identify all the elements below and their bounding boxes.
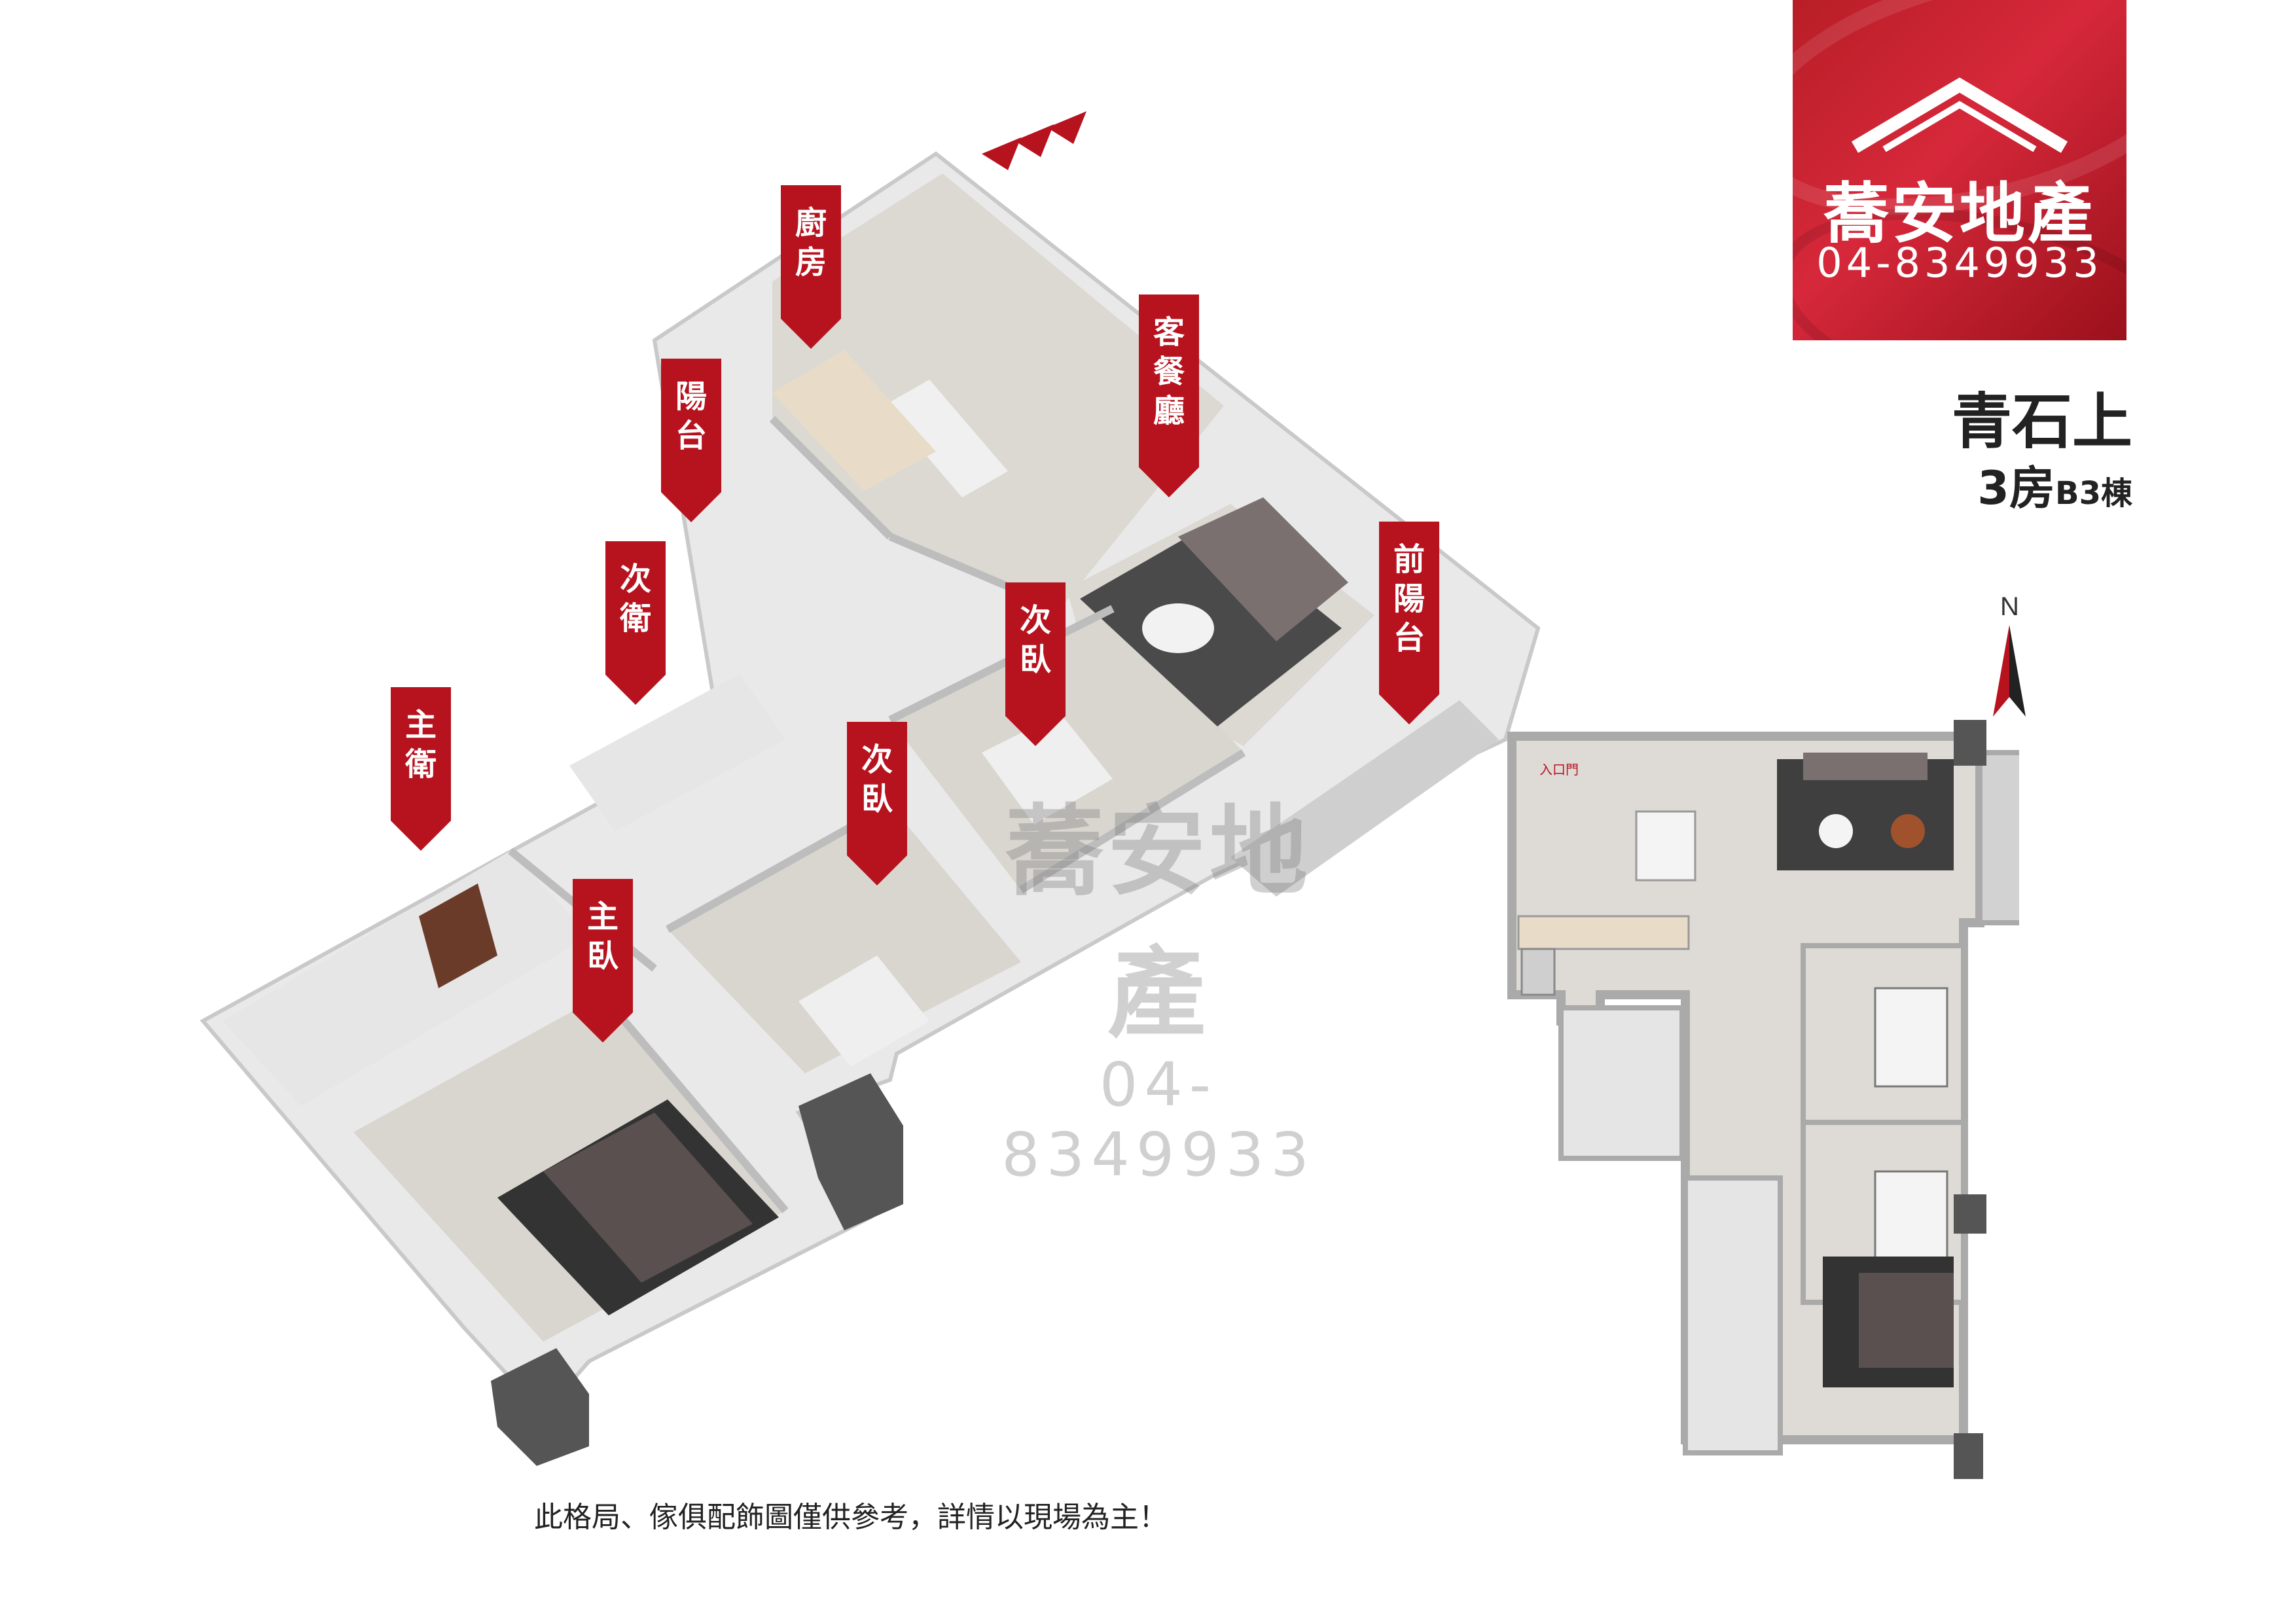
master-bed [543,1113,753,1283]
unit-type: 3房B3棟 [1977,452,2132,518]
room-label-second-bedroom-a: 次臥 [1005,582,1066,746]
bed-b [798,955,929,1067]
plan2d-bed-b [1874,1170,1948,1271]
brand-name: 蕎安地產 [1823,175,2096,252]
second-bath-floor [569,674,785,831]
plan2d-armchair [1891,814,1925,848]
coffee-table [1142,603,1214,653]
room-label-second-bath: 次衛 [605,541,666,705]
kitchen-dining-floor [772,173,1224,609]
floor-plan-2d [1507,720,2019,1479]
room-label-kitchen: 廚房 [781,185,841,349]
plan2d-master-bed [1859,1273,1954,1368]
disclaimer: 此格局、傢俱配飾圖僅供參考，詳情以現場為主！ [534,1501,1168,1534]
room-label-front-balcony: 前陽台 [1379,522,1439,724]
unit-building: B3棟 [2055,475,2132,512]
room-label-second-bedroom-b: 次臥 [847,722,907,885]
sofa [1178,497,1348,641]
plan2d-dining-table [1635,810,1696,882]
room-label-living-dining: 客餐廳 [1139,294,1199,497]
plan2d-second-bath [1558,1005,1685,1161]
entry-chevrons [982,111,1086,170]
column [491,1348,589,1466]
room-label-balcony: 陽台 [661,359,721,522]
brand-logo: 蕎安地產 04-8349933 [1793,0,2126,340]
plan2d-column [1954,720,1986,766]
plan2d-coffee-table [1819,814,1853,848]
unit-rooms: 3房 [1977,461,2055,515]
plan2d-column [1954,1194,1986,1234]
room-label-master-bedroom: 主臥 [573,879,633,1043]
roof-icon [1851,77,2068,153]
compass-north-label: N [2000,592,2019,621]
kitchen-counter [772,350,936,491]
vanity [419,883,497,988]
brand-phone: 04-8349933 [1816,239,2103,287]
plan2d-master-bath [1683,1175,1783,1455]
room-label-master-bath: 主衛 [391,687,451,851]
dining-table [884,380,1008,497]
plan2d-kitchen-counter [1517,915,1690,950]
plan2d-entrance-label: 入口門 [1539,762,1579,777]
master-bath-floor [223,851,589,1106]
plan2d-sofa [1803,753,1928,780]
plan2d-kitchen-sink [1520,948,1556,996]
compass-arrow-icon [1993,625,2026,717]
plan2d-column [1954,1433,1983,1479]
column [798,1073,903,1230]
front-balcony-floor [1230,700,1499,897]
project-name: 青石上 [1951,387,2132,457]
plan2d-front-balcony [1977,750,2019,925]
plan2d-bed-a [1874,987,1948,1088]
second-bedroom-floor-b [668,805,1021,1073]
